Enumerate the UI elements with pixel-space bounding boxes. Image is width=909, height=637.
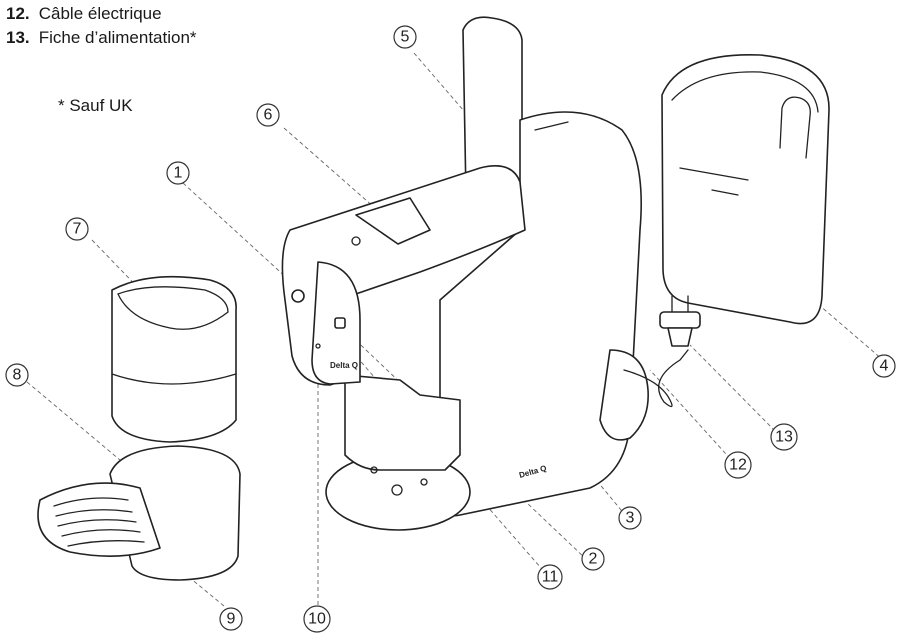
svg-text:12: 12 [729,457,747,474]
svg-text:2: 2 [589,551,598,568]
drip-grid [53,497,145,547]
callout-10: 10 [303,605,331,633]
callout-1: 1 [166,161,190,185]
legend-item-13: 13. Fiche d’alimentation* [6,26,197,50]
svg-text:3: 3 [626,510,635,527]
callouts: 1 2 3 4 5 6 7 8 9 10 11 12 13 [5,25,896,633]
callout-11: 11 [537,564,563,590]
svg-text:11: 11 [542,569,559,586]
svg-text:6: 6 [264,107,273,124]
legend-label: Câble électrique [38,4,162,23]
footnote: * Sauf UK [58,96,133,115]
callout-9: 9 [219,607,243,631]
svg-text:8: 8 [13,367,22,384]
callout-12: 12 [724,451,752,479]
legend-item-12: 12. Câble électrique [6,2,197,26]
callout-2: 2 [581,547,605,571]
legend-label: Fiche d’alimentation* [38,28,197,47]
drip-tray [37,445,241,581]
svg-text:1: 1 [174,165,183,182]
power-plug [659,295,701,347]
power-cable [623,349,689,408]
svg-text:10: 10 [308,611,326,628]
svg-text:13: 13 [775,429,793,446]
callout-4: 4 [872,354,896,378]
svg-text:9: 9 [227,611,236,628]
callout-7: 7 [65,217,89,241]
svg-text:7: 7 [73,221,82,238]
legend-number: 12. [6,4,30,23]
machine-head: Delta Q Delta Q [281,165,547,480]
legend-number: 13. [6,28,30,47]
parts-legend: 12. Câble électrique 13. Fiche d’aliment… [6,2,197,50]
callout-5: 5 [393,25,417,49]
callout-6: 6 [256,103,280,127]
callout-3: 3 [618,506,642,530]
machine-base [325,374,471,531]
svg-text:4: 4 [880,358,889,375]
svg-text:5: 5 [401,29,410,46]
brand-label: Delta Q [330,361,358,370]
callout-8: 8 [5,363,29,387]
machine-body [439,111,649,517]
callout-13: 13 [770,423,798,451]
milk-jug [111,275,237,443]
water-tank [661,54,830,325]
